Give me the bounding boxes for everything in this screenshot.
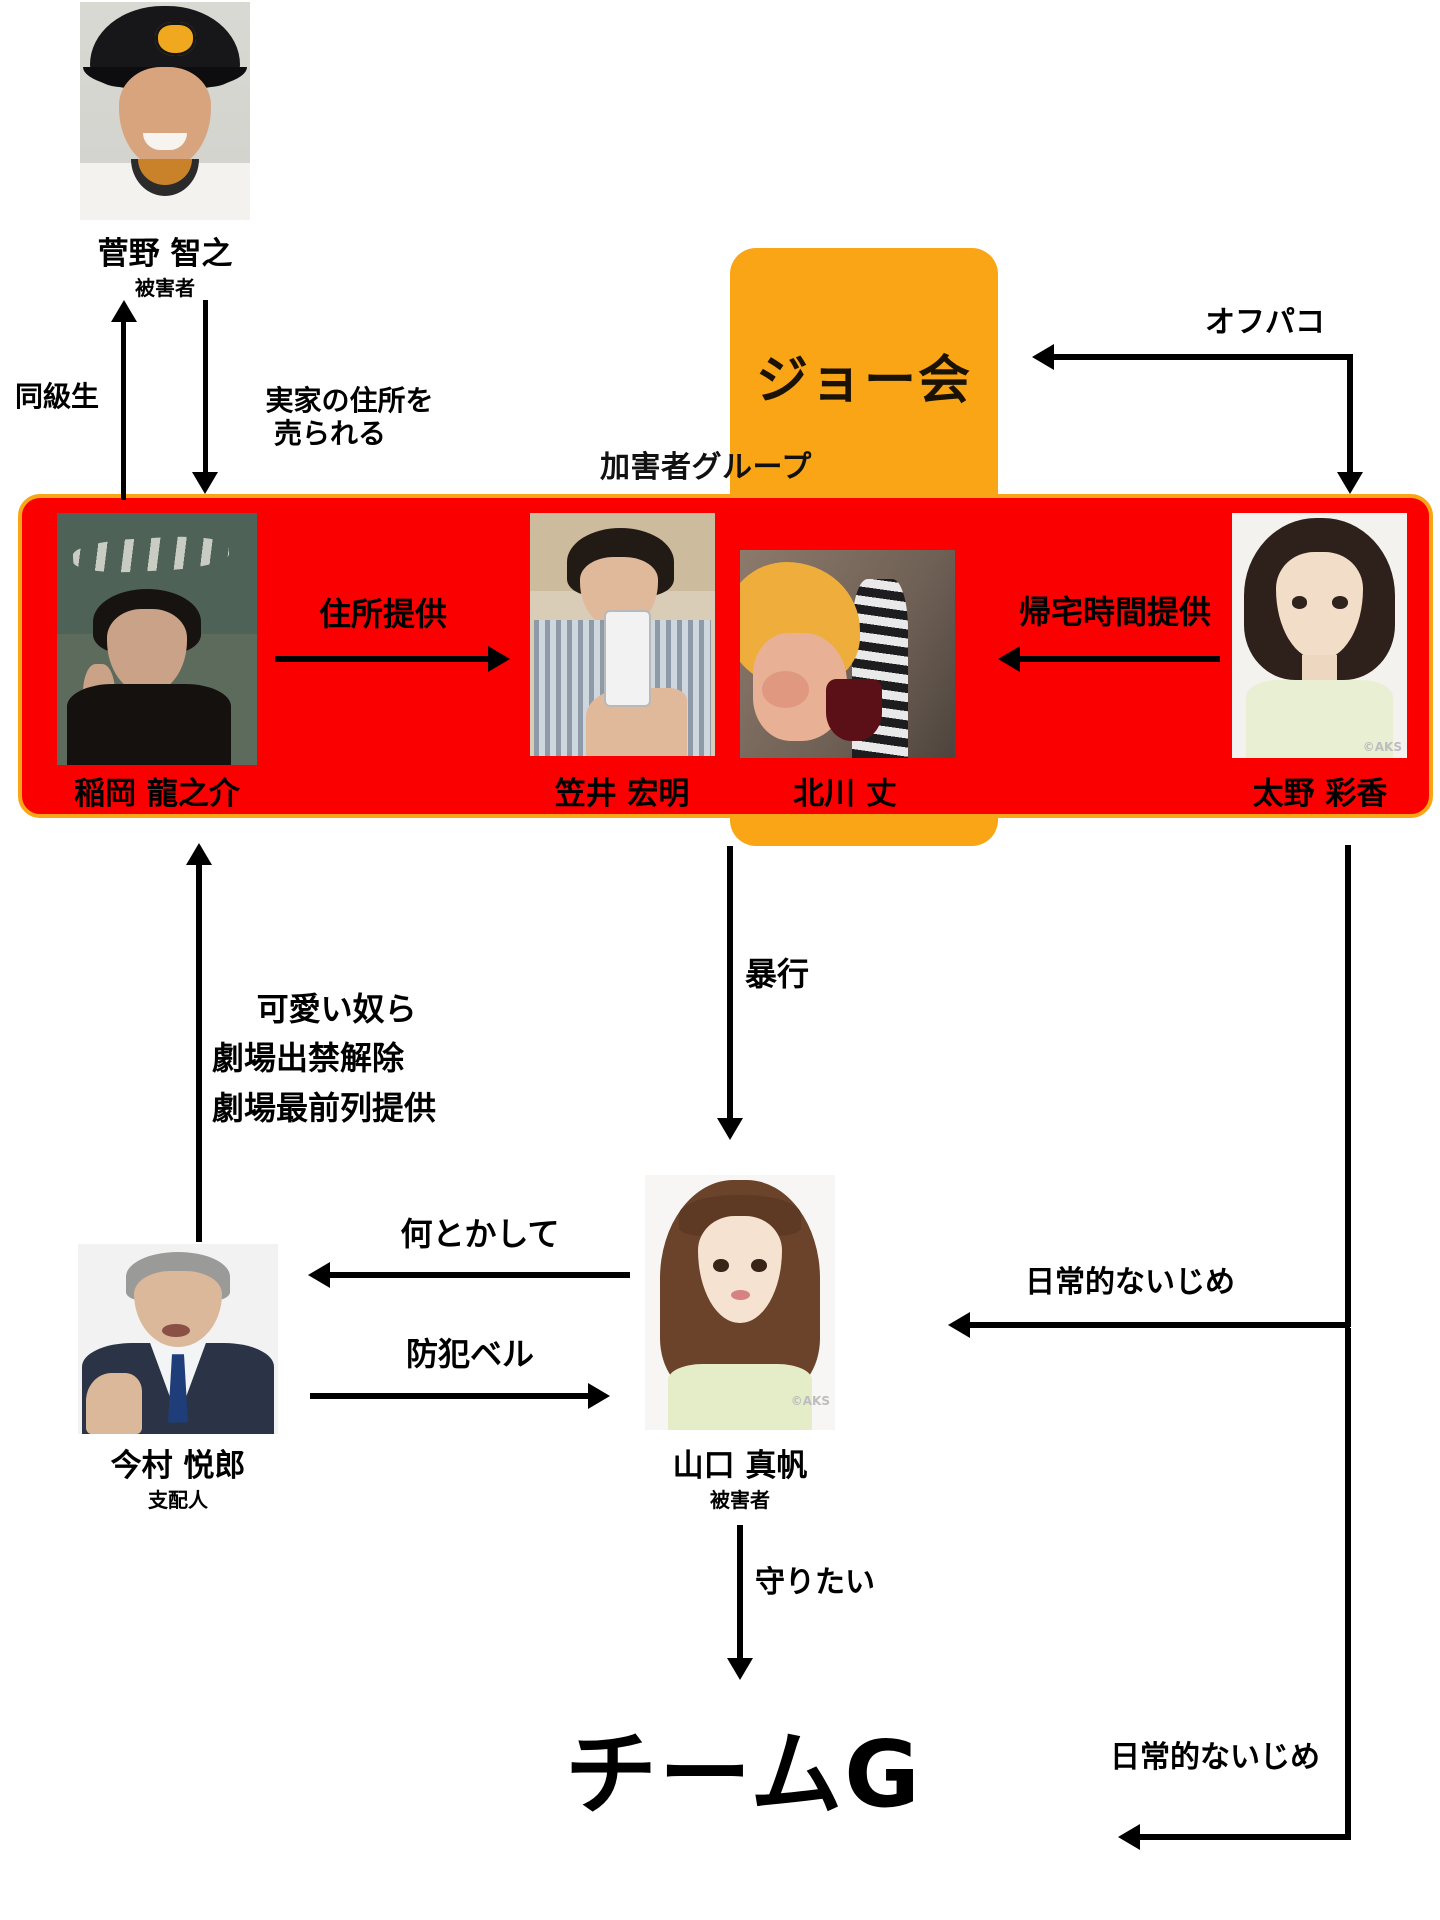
edge-bullying1-arrowhead [948,1312,970,1338]
edge-label-offpako: オフパコ [1205,305,1325,340]
watermark-ohno: ©AKS [1362,740,1402,754]
edge-label-bullying2: 日常的ないじめ [1110,1740,1320,1775]
edge-assault-line [727,846,733,1126]
edge-address-sold-line [203,300,208,478]
edge-assault-arrowhead [717,1118,743,1140]
edge-label-return-time: 帰宅時間提供 [1018,593,1211,631]
edge-address-sold-arrowhead [192,472,218,494]
edge-favors-line [196,862,202,1242]
edge-bullying1-horizontal [970,1322,1350,1328]
edge-favors-arrowhead [186,843,212,865]
edge-classmate-arrowhead [111,300,137,322]
name-ohno: 太野 彩香 [1252,776,1388,812]
photo-kasai [530,513,715,756]
name-sugano: 菅野 智之 [97,236,233,272]
photo-kitagawa [740,550,955,758]
edge-protect-arrowhead [727,1658,753,1680]
photo-yamaguchi: ©AKS [645,1175,835,1430]
edge-protect-line [737,1525,743,1665]
edge-label-bullying1: 日常的ないじめ [1025,1265,1235,1300]
edge-security-bell-line [310,1393,590,1399]
edge-classmate-line [121,318,126,500]
photo-sugano [80,2,250,220]
edge-label-assault: 暴行 [745,955,810,993]
edge-address-provided-arrowhead [488,646,510,672]
name-kasai: 笠井 宏明 [554,776,690,812]
team-g-label: チームG [565,1721,922,1828]
name-yamaguchi: 山口 真帆 [672,1448,808,1484]
edge-offpako-vertical [1347,354,1353,479]
edge-label-security-bell: 防犯ベル [405,1335,534,1373]
edge-label-address-sold: 実家の住所を 売られる [215,350,445,484]
edge-do-something-arrowhead [308,1262,330,1288]
name-inaoka: 稲岡 龍之介 [74,776,240,812]
edge-address-provided-line [275,656,490,662]
edge-label-do-something: 何とかして [400,1215,560,1253]
perpetrator-group-caption: 加害者グループ [600,450,812,485]
edge-label-address-sold-text: 実家の住所を 売られる [265,383,434,451]
role-sugano: 被害者 [135,276,195,300]
edge-return-time-arrowhead [998,646,1020,672]
photo-ohno: ©AKS [1232,513,1407,758]
edge-bullying2-horizontal [1140,1834,1350,1840]
watermark-yamaguchi: ©AKS [790,1394,830,1408]
edge-do-something-line [330,1272,630,1278]
photo-inaoka [57,513,257,765]
name-kitagawa: 北川 丈 [793,776,897,812]
edge-label-favors: 可愛い奴ら 劇場出禁解除 劇場最前列提供 [212,935,532,1183]
edge-offpako-arrowhead-down [1337,472,1363,494]
name-imamura: 今村 悦郎 [110,1448,246,1484]
jokai-group-title: ジョー会 [755,351,972,411]
edge-bullying1-vertical [1345,845,1351,1327]
role-yamaguchi: 被害者 [710,1488,770,1512]
edge-label-address-provided: 住所提供 [318,595,447,633]
photo-imamura [78,1244,278,1434]
edge-bullying2-vertical [1345,1328,1351,1840]
edge-offpako-arrowhead [1032,344,1054,370]
edge-label-classmate: 同級生 [14,380,99,413]
role-imamura: 支配人 [148,1488,208,1512]
edge-label-protect: 守りたい [755,1565,875,1600]
edge-offpako-horizontal [1052,354,1352,360]
edge-bullying2-arrowhead [1118,1824,1140,1850]
edge-return-time-line [1020,656,1220,662]
edge-security-bell-arrowhead [588,1383,610,1409]
edge-label-favors-text: 可愛い奴ら 劇場出禁解除 劇場最前列提供 [212,989,437,1127]
